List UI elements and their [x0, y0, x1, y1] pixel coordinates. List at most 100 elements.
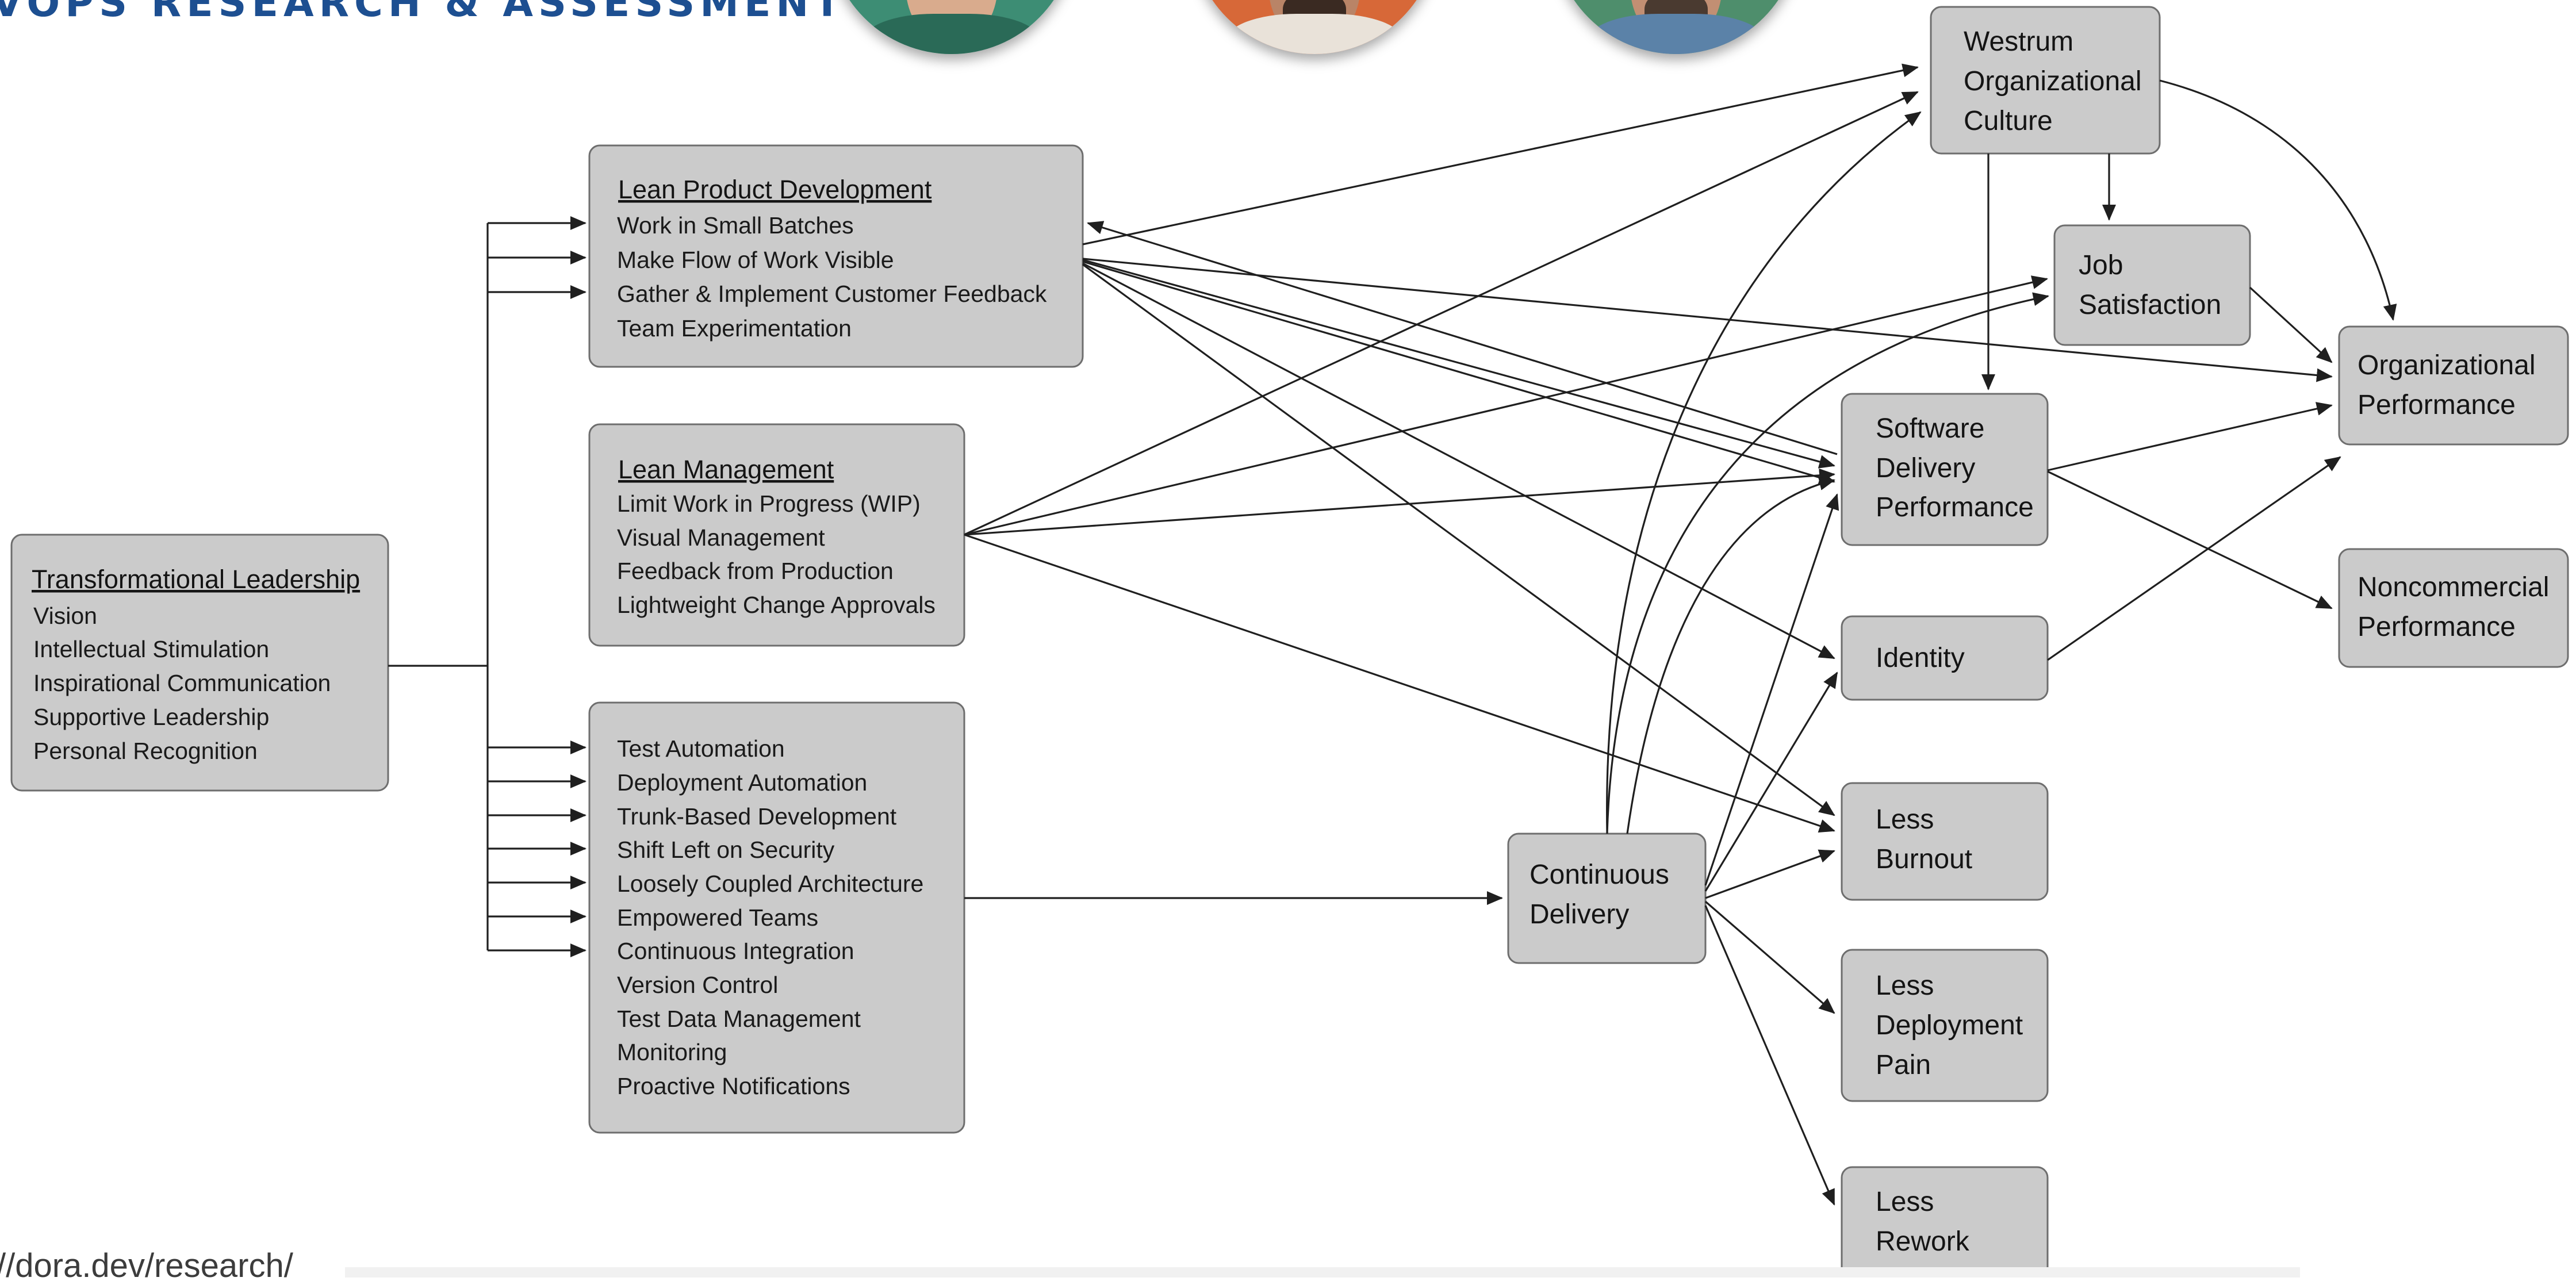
node-transformational-leadership: Transformational Leadership Vision Intel…	[10, 534, 389, 792]
node-organizational-performance: Organizational Performance	[2338, 325, 2569, 446]
node-noncommercial-performance: Noncommercial Performance	[2338, 548, 2569, 668]
node-line: Delivery	[1876, 453, 1975, 484]
node-item: Version Control	[617, 972, 778, 998]
node-software-delivery-performance: Software Delivery Performance	[1841, 393, 2049, 546]
node-title: Transformational Leadership	[32, 565, 360, 594]
node-line: Less	[1876, 1187, 1934, 1217]
node-westrum-culture-box	[1930, 6, 2161, 155]
node-item: Intellectual Stimulation	[33, 636, 269, 662]
node-line: Performance	[2358, 612, 2516, 642]
node-line: Continuous	[1529, 860, 1669, 890]
node-item: Empowered Teams	[617, 904, 818, 931]
edge-lpd-burnout	[1082, 263, 1835, 816]
node-item: Gather & Implement Customer Feedback	[617, 281, 1047, 307]
footer-url[interactable]: //dora.dev/research/	[0, 1247, 293, 1284]
node-transformational-leadership-box	[10, 534, 389, 792]
edge-lpd-sdp-2	[1082, 260, 1835, 485]
edge-lm-jobsat	[964, 275, 2048, 536]
node-line: Performance	[2358, 390, 2516, 420]
node-noncommercial-performance-box	[2338, 548, 2569, 668]
node-less-rework-box	[1841, 1166, 2049, 1278]
photo-3-collar	[1587, 14, 1765, 54]
node-line: Less	[1876, 804, 1934, 835]
edge-identity-orgperf	[2047, 456, 2341, 661]
diagram-edges	[964, 63, 2397, 1206]
node-line: Software	[1876, 413, 1984, 444]
node-continuous-delivery-box	[1507, 833, 1707, 964]
node-item: Make Flow of Work Visible	[617, 247, 894, 273]
node-line: Job	[2079, 250, 2123, 281]
footer-strip	[345, 1267, 2300, 1278]
node-continuous-delivery: Continuous Delivery	[1507, 833, 1707, 964]
node-job-satisfaction-box	[2053, 224, 2251, 346]
edge-lm-westrum	[964, 91, 1919, 536]
edge-sdp-noncommercial	[2047, 470, 2333, 609]
node-lean-product-development: Lean Product Development Work in Small B…	[588, 144, 1084, 368]
node-westrum-culture: Westrum Organizational Culture	[1930, 6, 2161, 155]
edge-jobsat-orgperf	[2249, 286, 2333, 363]
node-less-burnout-box	[1841, 782, 2049, 901]
edge-lpd-orgperf	[1082, 258, 2333, 382]
node-organizational-performance-box	[2338, 325, 2569, 446]
node-item: Supportive Leadership	[33, 704, 269, 730]
node-item: Feedback from Production	[617, 558, 894, 584]
presenter-photo-1	[828, 0, 1075, 54]
node-identity: Identity	[1841, 615, 2049, 701]
edge-cd-jobsat	[1606, 292, 2049, 834]
node-less-rework: Less Rework	[1841, 1166, 2049, 1278]
photo-1-collar	[862, 14, 1041, 54]
edge-sdp-lpd	[1087, 221, 1838, 455]
presenter-photo-2	[1191, 0, 1438, 54]
node-item: Vision	[33, 603, 97, 629]
presenter-photo-3	[1552, 0, 1800, 54]
edge-cd-westrum	[1606, 111, 1922, 834]
node-item: Test Automation	[617, 735, 785, 762]
node-item: Proactive Notifications	[617, 1073, 850, 1099]
node-technical-capabilities-box	[588, 701, 965, 1134]
node-title: Lean Product Development	[618, 175, 932, 204]
node-lean-product-development-box	[588, 144, 1084, 368]
node-less-deployment-pain-box	[1841, 949, 2049, 1102]
edge-lm-burnout	[964, 534, 1835, 833]
node-line: Organizational	[1964, 66, 2142, 97]
node-line: Identity	[1876, 643, 1965, 673]
node-item: Deployment Automation	[617, 769, 867, 796]
edge-cd-sdp-curve	[1626, 477, 1835, 834]
node-line: Delivery	[1529, 899, 1629, 930]
node-line: Culture	[1964, 106, 2053, 136]
edge-lpd-identity	[1082, 262, 1835, 659]
node-item: Work in Small Batches	[617, 212, 854, 239]
node-line: Satisfaction	[2079, 290, 2221, 320]
node-item: Monitoring	[617, 1039, 727, 1065]
edge-cd-identity	[1704, 672, 1838, 892]
node-item: Limit Work in Progress (WIP)	[617, 490, 921, 517]
node-line: Noncommercial	[2358, 572, 2549, 603]
node-item: Visual Management	[617, 524, 825, 551]
leadership-bracket	[388, 216, 586, 957]
node-identity-box	[1841, 615, 2049, 701]
node-line: Westrum	[1964, 26, 2073, 57]
node-title: Lean Management	[618, 455, 834, 484]
node-less-burnout: Less Burnout	[1841, 782, 2049, 901]
node-technical-capabilities: Test Automation Deployment Automation Tr…	[588, 701, 965, 1134]
node-item: Team Experimentation	[617, 315, 852, 342]
node-line: Organizational	[2358, 350, 2536, 381]
header-title: VOPS RESEARCH & ASSESSMENT	[0, 0, 846, 26]
node-item: Loosely Coupled Architecture	[617, 870, 923, 897]
photo-2-collar	[1225, 14, 1404, 54]
node-line: Deployment	[1876, 1010, 2023, 1041]
node-line: Performance	[1876, 492, 2034, 523]
node-lean-management: Lean Management Limit Work in Progress (…	[588, 423, 965, 647]
node-item: Test Data Management	[617, 1006, 861, 1032]
edge-lpd-westrum	[1082, 63, 1919, 246]
node-line: Less	[1876, 971, 1934, 1001]
node-line: Burnout	[1876, 844, 1972, 874]
edge-westrum-orgperf	[2159, 79, 2397, 321]
node-item: Shift Left on Security	[617, 837, 835, 863]
edge-cd-deploypain	[1704, 900, 1835, 1014]
node-job-satisfaction: Job Satisfaction	[2053, 224, 2251, 346]
node-item: Personal Recognition	[33, 738, 258, 764]
node-line: Rework	[1876, 1226, 1970, 1257]
node-item: Lightweight Change Approvals	[617, 592, 936, 618]
